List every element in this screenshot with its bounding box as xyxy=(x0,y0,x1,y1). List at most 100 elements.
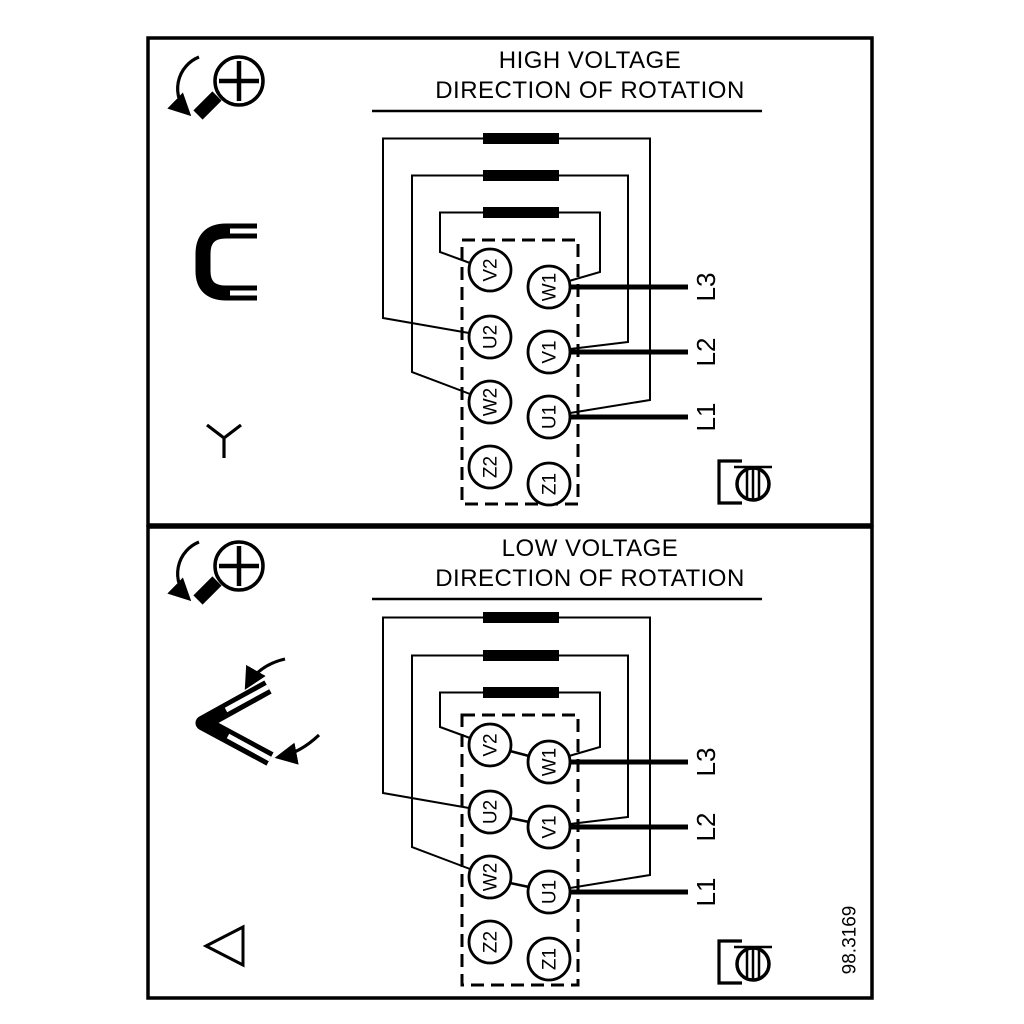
jumper-bracket-icon xyxy=(195,223,257,301)
winding-bar xyxy=(483,650,559,661)
terminal-label: W2 xyxy=(481,863,502,892)
wire xyxy=(411,654,483,870)
winding-bar xyxy=(483,133,559,144)
terminal-label: V2 xyxy=(481,258,502,281)
terminal-circle-W1 xyxy=(526,264,572,310)
jumper-bracket-band xyxy=(195,223,257,301)
terminal-label: U1 xyxy=(540,405,561,429)
winding-bar xyxy=(483,687,559,698)
terminal-circle-Z2 xyxy=(467,444,513,490)
cable-clamp-icon xyxy=(717,939,772,985)
terminal-box xyxy=(460,238,580,506)
clamp-bracket xyxy=(717,939,742,985)
screw-rotation-icon xyxy=(167,540,265,605)
terminal-circle-U2 xyxy=(467,789,513,835)
winding-bar xyxy=(483,612,559,623)
terminal-circle-Z1 xyxy=(526,461,572,507)
terminal-circle-U1 xyxy=(526,394,572,440)
panel-title: LOW VOLTAGE xyxy=(502,535,679,562)
jumper-bracket-prongs xyxy=(230,228,257,296)
supply-line-label: L2 xyxy=(691,338,721,367)
rotation-arrow xyxy=(167,55,200,117)
terminal-label: Z1 xyxy=(540,948,561,970)
terminals: V2 U2 W2 Z2 W1 V1 U1 Z1 xyxy=(467,722,572,982)
terminal-circle-V2 xyxy=(467,722,513,768)
terminal-label: W2 xyxy=(481,388,502,417)
figure-number: 98.3169 xyxy=(840,906,861,975)
panel-subtitle: DIRECTION OF ROTATION xyxy=(435,565,745,592)
delta-bracket-prongs xyxy=(224,684,272,762)
wire xyxy=(559,211,601,282)
terminal-circle-U2 xyxy=(467,314,513,360)
wire xyxy=(439,211,483,264)
terminal-label: U2 xyxy=(481,325,502,349)
supply-lines: L3 L2 L1 xyxy=(570,273,721,432)
winding-wires xyxy=(382,137,651,414)
panel-border xyxy=(146,36,874,527)
terminal-label: W1 xyxy=(540,273,561,302)
winding-wires xyxy=(382,616,651,889)
panel-low-voltage: LOW VOLTAGE DIRECTION OF ROTATION xyxy=(146,525,874,1000)
terminal-label: V1 xyxy=(540,340,561,363)
terminal-circle-W2 xyxy=(467,379,513,425)
terminal-circle-Z1 xyxy=(526,936,572,982)
screw-rotation-icon xyxy=(167,55,265,120)
delta-symbol xyxy=(202,924,245,968)
terminal-circle-U1 xyxy=(526,869,572,915)
screw-cross-slot xyxy=(219,61,259,101)
terminal-label: V2 xyxy=(481,733,502,756)
terminal-circle-V1 xyxy=(526,804,572,850)
panel-subtitle: DIRECTION OF ROTATION xyxy=(435,77,745,104)
delta-connection-icon xyxy=(202,924,245,968)
clamp-bracket xyxy=(717,459,742,505)
terminals: V2 U2 W2 Z2 W1 V1 U1 Z1 xyxy=(467,247,572,507)
winding-bar xyxy=(483,207,559,218)
panel-high-voltage: HIGH VOLTAGE DIRECTION OF ROTATION xyxy=(146,36,874,527)
wire xyxy=(411,174,483,395)
terminal-label: U2 xyxy=(481,800,502,824)
delta-bracket-band xyxy=(195,680,274,766)
terminal-label: W1 xyxy=(540,748,561,777)
supply-lines: L3 L2 L1 xyxy=(570,748,721,907)
wire xyxy=(559,174,629,350)
supply-line-label: L3 xyxy=(691,748,721,777)
screw-shaft xyxy=(193,576,222,605)
supply-line-label: L1 xyxy=(691,403,721,432)
clamp-cable-hatch xyxy=(745,468,761,500)
jumper-link-V2-W1 xyxy=(509,749,530,758)
panel-border xyxy=(146,525,874,1000)
jumper-move-arrow xyxy=(244,657,286,690)
terminal-label: U1 xyxy=(540,880,561,904)
jumper-link-U2-V1 xyxy=(509,816,530,824)
terminal-circle-W2 xyxy=(467,854,513,900)
terminal-label: V1 xyxy=(540,815,561,838)
delta-jumper-bracket-icon xyxy=(195,657,321,766)
wire xyxy=(439,691,483,739)
supply-line-label: L3 xyxy=(691,273,721,302)
terminal-circle-Z2 xyxy=(467,919,513,965)
winding-bar xyxy=(483,170,559,181)
clamp-cable-hatch xyxy=(745,948,761,980)
cable-clamp-icon xyxy=(717,459,772,505)
terminal-label: Z1 xyxy=(540,473,561,495)
screw-shaft xyxy=(193,91,222,120)
terminal-circle-V2 xyxy=(467,247,513,293)
wire xyxy=(382,137,483,334)
delta-jumper-links xyxy=(509,749,530,889)
wire xyxy=(559,691,601,757)
jumper-link-W2-U1 xyxy=(509,881,530,889)
jumper-move-arrow xyxy=(274,733,321,765)
wire xyxy=(382,616,483,809)
star-connection-icon xyxy=(206,423,242,458)
supply-line-label: L1 xyxy=(691,878,721,907)
terminal-circle-W1 xyxy=(526,739,572,785)
wire xyxy=(559,137,651,414)
star-symbol xyxy=(206,423,242,458)
wire xyxy=(559,654,629,825)
rotation-arrow xyxy=(167,540,200,602)
panel-title: HIGH VOLTAGE xyxy=(499,47,681,74)
terminal-box xyxy=(460,713,580,987)
supply-line-label: L2 xyxy=(691,813,721,842)
